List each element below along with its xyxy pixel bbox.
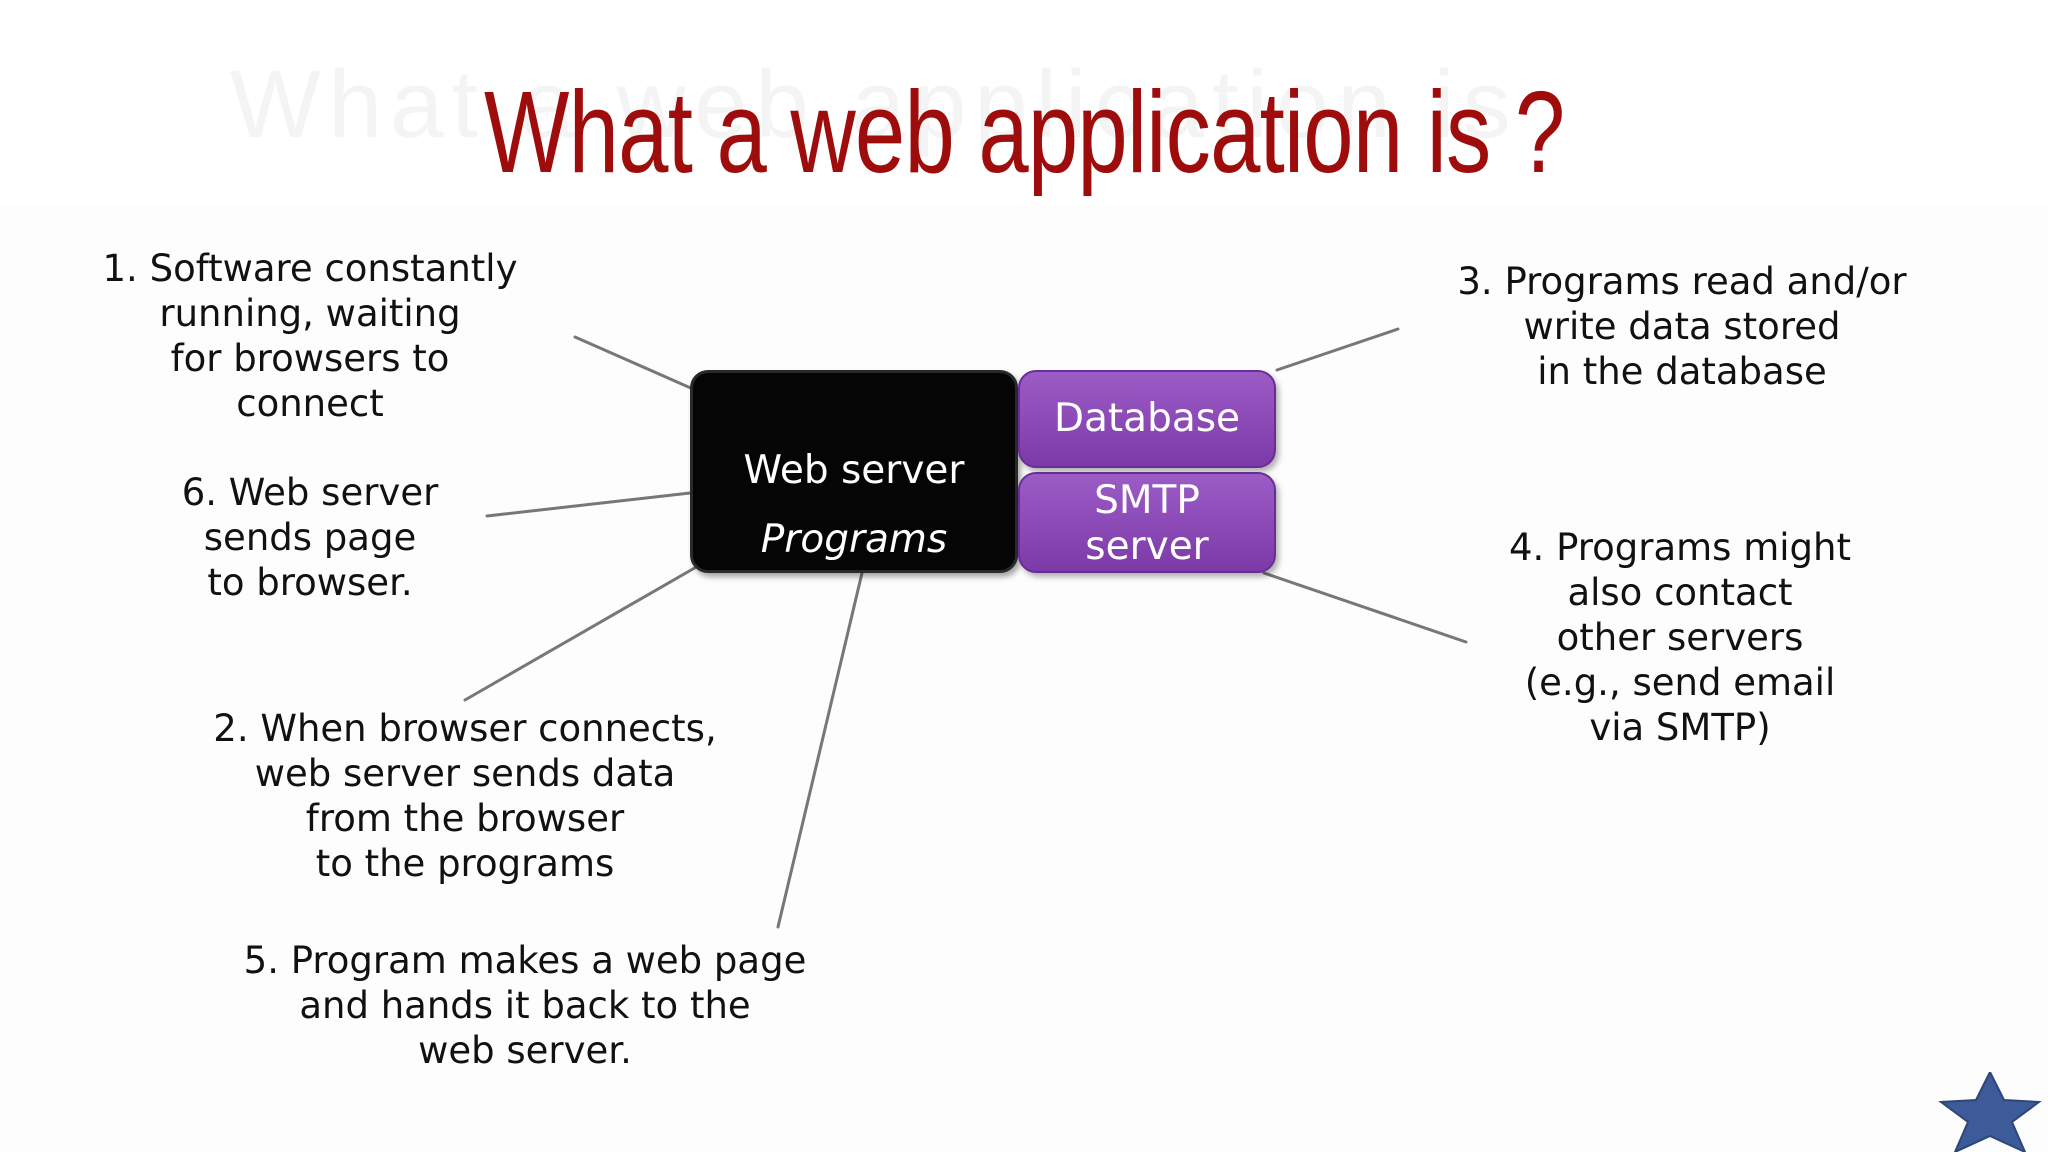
note-5: 5. Program makes a web page and hands it…	[243, 939, 807, 1072]
programs-label: Programs	[760, 517, 948, 562]
note-1: 1. Software constantly running, waiting …	[102, 247, 518, 425]
slide-title: What a web application is ?	[484, 67, 1565, 197]
smtp-server-label: SMTP server	[1085, 478, 1209, 569]
note-3: 3. Programs read and/or write data store…	[1457, 260, 1907, 393]
connector-line-3	[1275, 327, 1400, 372]
web-server-box: Web server Programs	[690, 370, 1018, 573]
note-6: 6. Web server sends page to browser.	[181, 471, 439, 604]
note-4: 4. Programs might also contact other ser…	[1509, 526, 1851, 749]
connector-line-5	[776, 571, 864, 929]
database-label: Database	[1053, 396, 1241, 441]
connector-line-6	[485, 491, 692, 518]
database-box: Database	[1018, 370, 1276, 468]
diagram-panel	[0, 205, 2048, 1152]
connector-line-2	[463, 541, 740, 702]
note-2: 2. When browser connects, web server sen…	[213, 707, 717, 885]
smtp-server-box: SMTP server	[1018, 472, 1276, 573]
web-server-label: Web server	[743, 448, 965, 493]
connector-line-4	[1262, 571, 1468, 644]
star-icon	[1938, 1072, 2042, 1152]
ghost-title: What a web application is	[230, 51, 1519, 158]
